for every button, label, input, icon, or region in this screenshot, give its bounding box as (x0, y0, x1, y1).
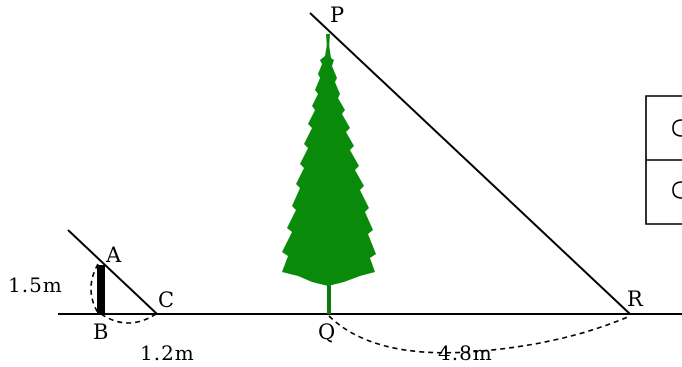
shadow-ray-pr (309, 12, 631, 315)
tree-tip (326, 34, 330, 48)
measure-ab-label: 1.5m (8, 273, 63, 297)
shadow-ray-ac (67, 229, 158, 315)
label-c: C (158, 288, 174, 312)
label-b: B (93, 320, 108, 344)
table-glyph-1 (672, 119, 682, 137)
label-p: P (330, 3, 344, 27)
table-glyph-2 (672, 181, 682, 199)
measure-arc-bc (100, 313, 157, 324)
measure-arc-ab (90, 263, 99, 314)
tree-foliage (282, 38, 376, 286)
label-r: R (627, 287, 644, 311)
measure-qr-label: 4.8m (438, 341, 493, 365)
label-a: A (105, 243, 122, 267)
label-q: Q (318, 320, 335, 344)
conifer-tree-icon (282, 34, 376, 314)
measure-arc-qr (328, 315, 631, 354)
measure-bc-label: 1.2m (140, 341, 195, 365)
table-fragment (645, 95, 682, 225)
stick-ab (97, 265, 105, 314)
tree-trunk (327, 272, 331, 314)
